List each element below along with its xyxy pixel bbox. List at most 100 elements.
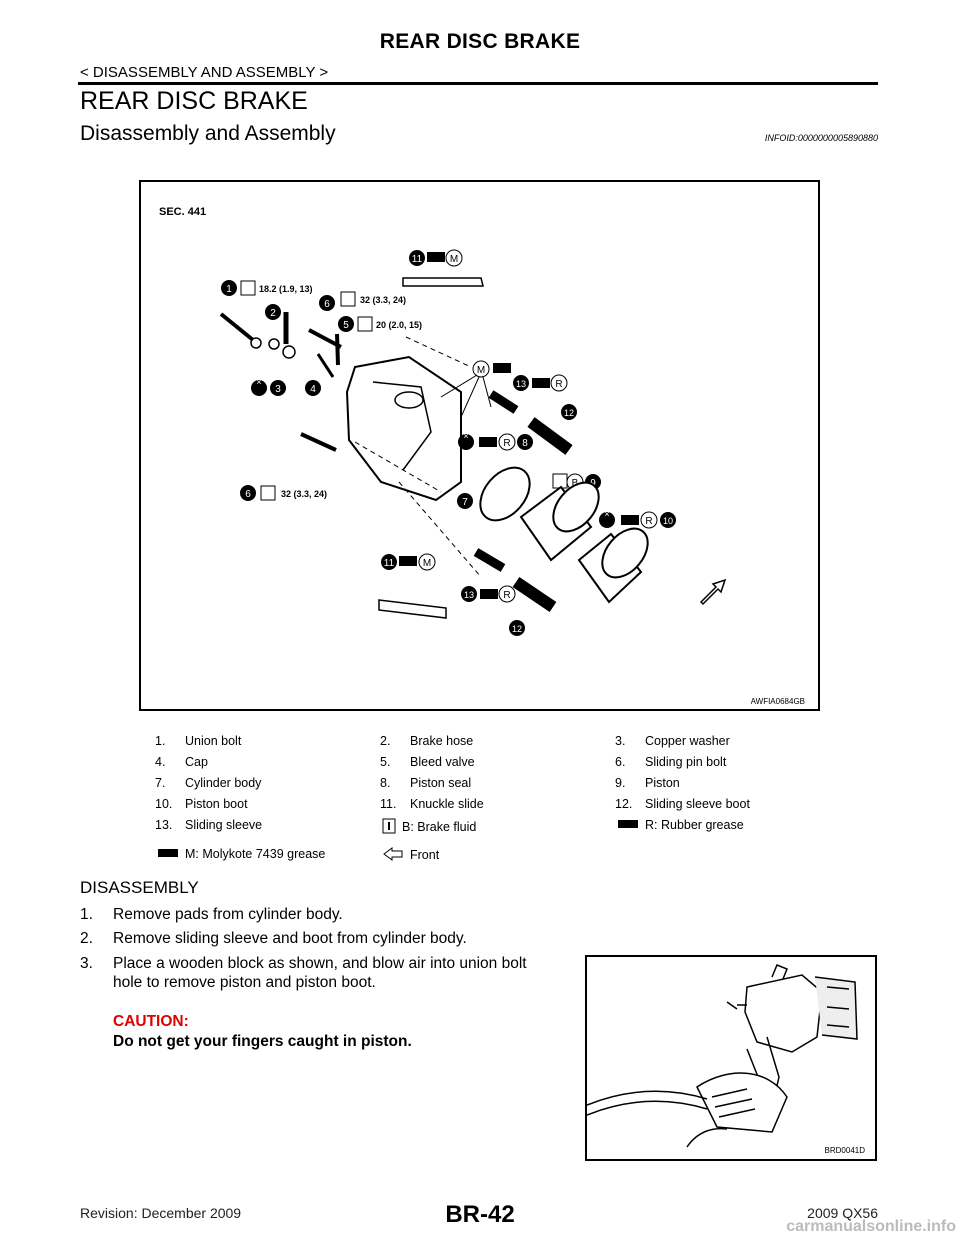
svg-text:11: 11 [412, 254, 423, 265]
svg-text:12: 12 [564, 408, 574, 418]
piston-removal-figure: BRD0041D [585, 955, 877, 1161]
legend-item: 5. Bleed valve [380, 755, 475, 769]
knuckle-slide-lower [378, 599, 447, 619]
legend-label: Sliding pin bolt [645, 755, 727, 769]
callout-8: × R 8 [458, 431, 533, 451]
legend-label: Knuckle slide [410, 797, 484, 811]
legend-label: Bleed valve [410, 755, 475, 769]
section-title: REAR DISC BRAKE [80, 87, 308, 115]
watermark: carmanualsonline.info [786, 1218, 956, 1235]
knuckle-slide-top [402, 277, 484, 287]
legend-label: M: Molykote 7439 grease [185, 847, 326, 861]
piston [519, 481, 600, 562]
legend-label: Piston seal [410, 776, 472, 790]
step-text: Place a wooden block as shown, and blow … [113, 955, 527, 972]
step-number: 1. [80, 906, 93, 923]
legend-row: 4.Cap 5. Bleed valve 6. Sliding pin bolt [155, 755, 845, 776]
svg-text:×: × [604, 509, 609, 519]
legend-item: 1.Union bolt [155, 734, 241, 748]
legend-label: Union bolt [185, 734, 242, 748]
piston-seal [479, 466, 531, 522]
callout-7: 7 [457, 493, 473, 509]
legend-number: 12. [615, 797, 633, 811]
legend-label: Piston boot [185, 797, 248, 811]
svg-text:5: 5 [343, 320, 349, 331]
svg-text:B: B [572, 478, 579, 489]
svg-text:11: 11 [384, 558, 395, 569]
legend-row: M: Molykote 7439 grease Front [155, 847, 845, 868]
legend-label: Sliding sleeve boot [645, 797, 750, 811]
footer-revision: Revision: December 2009 [80, 1205, 242, 1221]
step-number: 3. [80, 955, 93, 972]
legend-number: 8. [380, 776, 391, 790]
legend-item: 9.Piston [615, 776, 680, 790]
svg-text:12: 12 [512, 624, 522, 634]
callout-4: 4 [305, 380, 321, 396]
svg-text:M: M [423, 558, 431, 569]
callout-6-bottom: 6 32 (3.3, 24) [240, 485, 327, 501]
callout-3: × 3 [251, 377, 286, 396]
legend-item: 7. Cylinder body [155, 776, 261, 790]
legend-item: 11.Knuckle slide [380, 797, 484, 811]
section-number-label: SEC. 441 [159, 206, 206, 218]
svg-text:R: R [503, 438, 510, 449]
caution-text: Do not get your fingers caught in piston… [113, 1033, 412, 1050]
exploded-view-figure: SEC. 441 11 M 1 18.2 (1.9, 13) 6 32 (3.3… [139, 180, 820, 711]
callout-11-bottom: 11 M [381, 553, 436, 571]
torque-sliding-pin-bolt-top: 32 (3.3, 24) [360, 295, 406, 305]
torque-sliding-pin-bolt-bottom: 32 (3.3, 24) [281, 489, 327, 499]
sliding-sleeve-boot-upper [527, 417, 573, 455]
svg-text:6: 6 [245, 489, 251, 500]
legend-number: 3. [615, 734, 626, 748]
legend-item: Front [380, 847, 439, 864]
svg-text:7: 7 [462, 497, 468, 508]
piston-boot [577, 527, 649, 604]
figure2-code: BRD0041D [825, 1146, 866, 1155]
callout-11-top: 11 M [409, 249, 463, 267]
step-text: Remove sliding sleeve and boot from cyli… [113, 930, 467, 947]
legend-item: 6. Sliding pin bolt [615, 755, 726, 769]
legend-item: 10.Piston boot [155, 797, 248, 811]
svg-text:13: 13 [464, 590, 474, 600]
legend-label: Sliding sleeve [185, 818, 263, 832]
legend-label: Piston [645, 776, 680, 790]
figure1-code: AWFIA0684GB [751, 697, 805, 706]
callout-6-top: 6 32 (3.3, 24) [319, 291, 406, 311]
legend-number: 6. [615, 755, 626, 769]
footer-page-number: BR-42 [445, 1201, 515, 1228]
sliding-sleeve-boot-lower [512, 577, 557, 612]
svg-text:3: 3 [275, 384, 281, 395]
legend-item: M: Molykote 7439 grease [155, 847, 325, 862]
legend-number: 13. [155, 818, 173, 832]
legend-row: 10.Piston boot 11.Knuckle slide 12. Sliding… [155, 797, 845, 818]
grease-icon [157, 847, 179, 862]
svg-text:×: × [256, 377, 261, 387]
step-text: hole to remove piston and piston boot. [113, 974, 376, 991]
svg-text:10: 10 [663, 516, 673, 526]
legend-label: Front [410, 847, 440, 862]
svg-text:1: 1 [226, 284, 232, 295]
subsection-title: Disassembly and Assembly [80, 122, 336, 145]
callout-12-lower: 12 [509, 620, 525, 636]
svg-text:M: M [450, 254, 458, 265]
svg-text:13: 13 [516, 379, 526, 389]
front-arrow-icon [699, 578, 727, 606]
callout-10: × R 10 [599, 509, 676, 529]
legend-number: 5. [380, 755, 391, 769]
svg-text:6: 6 [324, 299, 330, 310]
header-divider [78, 82, 878, 85]
legend-number: 7. [155, 776, 166, 790]
svg-text:2: 2 [270, 308, 276, 319]
step-number: 2. [80, 930, 93, 947]
step-text: Remove pads from cylinder body. [113, 906, 343, 923]
legend-label: Cylinder body [185, 776, 262, 790]
legend-item: 4.Cap [155, 755, 208, 769]
cylinder-body [345, 355, 462, 502]
legend-label: R: Rubber grease [645, 818, 744, 832]
legend-label: B: Brake fluid [402, 819, 477, 834]
torque-bleed-valve: 20 (2.0, 15) [376, 320, 422, 330]
legend-item: 12. Sliding sleeve boot [615, 797, 750, 811]
svg-text:9: 9 [590, 478, 596, 489]
legend-number: 2. [380, 734, 391, 748]
